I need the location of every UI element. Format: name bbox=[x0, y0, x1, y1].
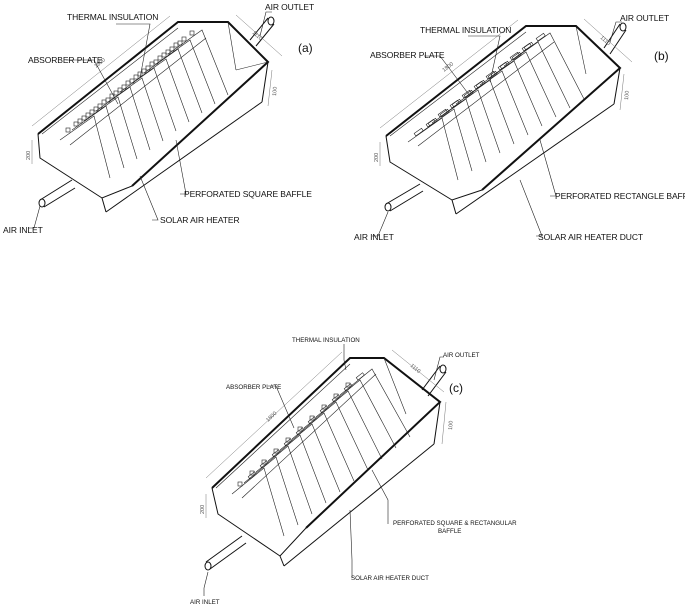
label-thermal-insulation: THERMAL INSULATION bbox=[67, 12, 158, 22]
figure-tag-a: (a) bbox=[298, 41, 313, 55]
outlet-taper bbox=[575, 25, 587, 75]
leader-thermal-insulation bbox=[468, 35, 501, 83]
label-absorber-plate: ABSORBER PLATE bbox=[226, 384, 281, 391]
leader-thermal-insulation bbox=[116, 23, 151, 79]
label-heater: SOLAR AIR HEATER DUCT bbox=[538, 232, 643, 242]
dim-small: 200 bbox=[200, 505, 206, 514]
dim-height: 100 bbox=[624, 90, 631, 100]
heater-box-left-taper bbox=[385, 135, 483, 201]
perforations-c bbox=[237, 372, 365, 487]
dim-width: 1110 bbox=[409, 363, 422, 375]
dim-line-length bbox=[31, 15, 171, 127]
heater-box-right-edge bbox=[433, 401, 441, 445]
inner-edge bbox=[215, 363, 351, 489]
dim-line-height bbox=[267, 69, 273, 107]
label-thermal-insulation: THERMAL INSULATION bbox=[292, 337, 360, 344]
outlet-taper bbox=[227, 21, 237, 71]
label-air-inlet: AIR INLET bbox=[354, 232, 394, 242]
inner-edge bbox=[389, 31, 527, 137]
label-baffle-line1: PERFORATED SQUARE & RECTANGULAR bbox=[393, 520, 517, 527]
figure-tag-c: (c) bbox=[449, 381, 463, 395]
label-thermal-insulation: THERMAL INSULATION bbox=[420, 25, 511, 35]
absorber-edge bbox=[69, 37, 207, 146]
label-absorber-plate: ABSORBER PLATE bbox=[370, 50, 445, 60]
heater-box-right-edge bbox=[261, 61, 269, 103]
leader-air-inlet bbox=[28, 205, 41, 229]
outlet-taper bbox=[383, 357, 407, 415]
heater-box-right-edge bbox=[613, 67, 621, 105]
leader-heater bbox=[349, 509, 353, 578]
baffles-a bbox=[59, 29, 229, 179]
leader-baffle bbox=[371, 469, 389, 524]
dim-line-length bbox=[379, 19, 519, 129]
leader-absorber-plate bbox=[424, 55, 471, 97]
leader-heater bbox=[139, 175, 159, 221]
label-heater: SOLAR AIR HEATER bbox=[160, 215, 240, 225]
dim-small: 200 bbox=[374, 153, 380, 162]
dim-line-width bbox=[391, 349, 445, 393]
perforations-b bbox=[413, 32, 546, 137]
air-outlet-pipe-a bbox=[249, 16, 275, 47]
label-baffle-line2: BAFFLE bbox=[438, 528, 461, 535]
dim-height: 100 bbox=[448, 421, 455, 431]
heater-box-edge bbox=[101, 197, 107, 213]
baffles-c bbox=[231, 368, 411, 537]
figure-a: 1800 1110 100 200 THERMAL INSULATION ABS… bbox=[3, 2, 314, 235]
leader-air-outlet bbox=[433, 356, 444, 381]
label-air-inlet: AIR INLET bbox=[3, 225, 43, 235]
label-air-outlet: AIR OUTLET bbox=[265, 2, 314, 12]
heater-box-edge bbox=[451, 199, 457, 215]
label-air-outlet: AIR OUTLET bbox=[443, 352, 480, 359]
inner-edge bbox=[41, 27, 179, 135]
outlet-taper-2 bbox=[235, 61, 269, 71]
absorber-edge bbox=[241, 373, 377, 499]
label-air-inlet: AIR INLET bbox=[190, 599, 220, 606]
heater-box-left-taper bbox=[211, 487, 307, 557]
figure-b: 1800 1110 100 200 THERMAL INSULATION ABS… bbox=[354, 13, 685, 242]
label-baffle: PERFORATED RECTANGLE BAFFLE bbox=[555, 191, 685, 201]
heater-box-bottom-edge bbox=[455, 103, 615, 215]
air-inlet-pipe-a bbox=[38, 179, 76, 208]
heater-box-bottom-edge bbox=[283, 443, 435, 567]
dim-line-height bbox=[441, 401, 447, 445]
heater-box-bottom-edge bbox=[105, 101, 263, 213]
heater-box-top-edge bbox=[37, 21, 270, 187]
leader-air-outlet bbox=[259, 11, 272, 37]
absorber-edge bbox=[417, 41, 555, 147]
leader-baffle bbox=[539, 139, 557, 197]
heater-box-left-taper bbox=[37, 133, 133, 199]
label-absorber-plate: ABSORBER PLATE bbox=[28, 55, 103, 65]
dim-height: 100 bbox=[272, 86, 279, 96]
leader-air-inlet bbox=[203, 571, 209, 596]
perforations-a bbox=[65, 30, 195, 133]
dim-line-length bbox=[205, 351, 343, 479]
label-baffle: PERFORATED SQUARE BAFFLE bbox=[184, 189, 312, 199]
dim-line-height bbox=[619, 73, 625, 111]
leader-air-inlet bbox=[372, 211, 389, 237]
dim-width: 1110 bbox=[599, 35, 612, 47]
air-inlet-pipe-c bbox=[204, 535, 247, 571]
dim-line-width bbox=[235, 14, 283, 57]
leader-thermal-insulation bbox=[343, 344, 347, 371]
air-inlet-pipe-b bbox=[384, 183, 424, 212]
air-outlet-pipe-c bbox=[421, 364, 447, 397]
leader-absorber-plate bbox=[66, 59, 119, 105]
label-heater: SOLAR AIR HEATER DUCT bbox=[351, 575, 429, 582]
figure-tag-b: (b) bbox=[654, 49, 669, 63]
leader-air-outlet bbox=[609, 21, 622, 43]
leader-absorber-plate bbox=[268, 385, 295, 429]
heater-box-edge bbox=[279, 555, 285, 567]
leader-heater bbox=[519, 179, 543, 237]
label-air-outlet: AIR OUTLET bbox=[620, 13, 669, 23]
dim-small: 200 bbox=[26, 151, 32, 160]
figure-c: 1800 1110 100 200 THERMAL INSULATION ABS… bbox=[190, 337, 517, 606]
dim-line-width bbox=[583, 18, 633, 63]
leader-baffle bbox=[175, 139, 187, 195]
